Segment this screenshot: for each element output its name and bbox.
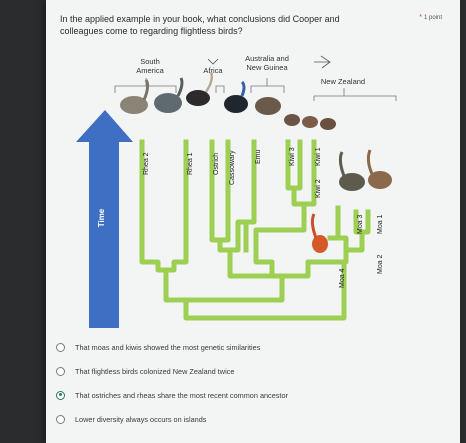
region-label-australia-line1: Australia and <box>245 54 289 63</box>
answer-options: That moas and kiwis showed the most gene… <box>56 335 436 431</box>
taxon-label-moa-4: Moa 4 <box>339 268 346 288</box>
kiwi-2-bird-icon <box>302 116 318 128</box>
rhea-2-neck-icon <box>176 77 184 97</box>
taxon-label-moa-2: Moa 2 <box>377 254 384 274</box>
moa-1-bird-icon <box>368 171 392 189</box>
required-asterisk-icon: * <box>419 14 422 21</box>
region-label-south-america-line2: America <box>136 66 164 75</box>
radio-option-3[interactable] <box>56 390 65 400</box>
taxon-label-rhea-1: Rhea 1 <box>187 152 194 175</box>
region-label-south-america-line1: South <box>140 57 160 66</box>
bird-illustrations <box>120 71 392 253</box>
phylogenetic-tree <box>139 139 371 321</box>
taxon-label-cassowary: Cassowary <box>229 150 236 185</box>
taxon-label-moa-3: Moa 3 <box>357 214 364 234</box>
rhea-neck-icon <box>142 79 150 101</box>
cassowary-neck-icon <box>240 80 246 97</box>
radio-option-2[interactable] <box>56 366 65 376</box>
option-1-label: That moas and kiwis showed the most gene… <box>75 342 261 352</box>
time-arrow: Time <box>76 110 133 328</box>
radio-option-1[interactable] <box>56 342 65 352</box>
radio-option-4[interactable] <box>56 414 65 424</box>
taxon-labels: Rhea 2 Rhea 1 Ostrich Cassowary Emu Kiwi… <box>143 147 384 288</box>
taxon-label-kiwi-3: Kiwi 3 <box>289 147 296 166</box>
option-2[interactable]: That flightless birds colonized New Zeal… <box>56 359 436 383</box>
option-3-label: That ostriches and rheas share the most … <box>75 390 288 400</box>
rhea-bird-icon <box>120 96 148 114</box>
emu-bird-icon <box>255 97 281 115</box>
region-label-australia-line2: New Guinea <box>246 63 288 72</box>
africa-pointer-icon <box>207 58 219 65</box>
taxon-label-moa-1: Moa 1 <box>377 214 384 234</box>
region-label-new-zealand: New Zealand <box>321 77 365 86</box>
taxon-label-kiwi-1: Kiwi 1 <box>315 147 322 166</box>
time-label: Time <box>97 208 106 227</box>
cassowary-bird-icon <box>224 95 248 113</box>
taxon-label-ostrich: Ostrich <box>213 153 220 175</box>
points-indicator: *1 point <box>419 14 442 21</box>
moa-3-neck-icon <box>338 151 346 177</box>
taxon-label-rhea-2: Rhea 2 <box>143 152 150 175</box>
moa-4-bird-icon <box>312 235 328 253</box>
taxon-label-kiwi-2: Kiwi 2 <box>315 179 322 198</box>
region-brackets <box>114 55 397 101</box>
question-text: In the applied example in your book, wha… <box>60 14 340 36</box>
kiwi-3-bird-icon <box>284 114 300 126</box>
option-4-label: Lower diversity always occurs on islands <box>75 414 207 424</box>
taxon-label-emu: Emu <box>255 150 262 165</box>
option-1[interactable]: That moas and kiwis showed the most gene… <box>56 335 436 359</box>
ostrich-neck-icon <box>204 71 214 93</box>
question-card: In the applied example in your book, wha… <box>46 0 460 443</box>
points-label: 1 point <box>423 15 442 21</box>
option-2-label: That flightless birds colonized New Zeal… <box>75 366 235 376</box>
moa-1-neck-icon <box>366 149 374 175</box>
region-label-africa: Africa <box>203 66 223 75</box>
rhea-2-bird-icon <box>154 93 182 113</box>
moa-3-bird-icon <box>339 173 365 191</box>
kiwi-1-bird-icon <box>320 118 336 130</box>
option-3[interactable]: That ostriches and rheas share the most … <box>56 383 436 407</box>
ostrich-bird-icon <box>186 90 210 106</box>
option-4[interactable]: Lower diversity always occurs on islands <box>56 407 436 431</box>
moa-4-neck-icon <box>310 213 318 239</box>
